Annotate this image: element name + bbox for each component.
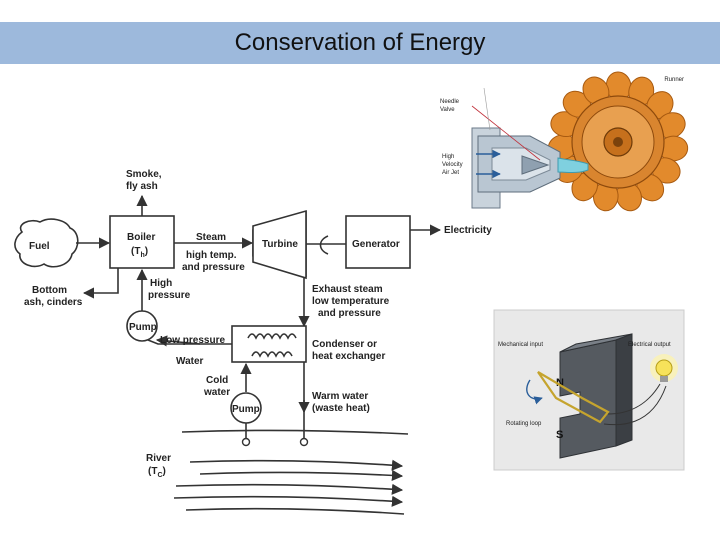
runner-label: Runner bbox=[664, 77, 684, 83]
condenser-label-2: heat exchanger bbox=[312, 351, 385, 362]
rotating-loop-label: Rotating loop bbox=[506, 421, 542, 427]
turbine-body bbox=[252, 209, 307, 280]
turbine-label: Turbine bbox=[262, 239, 298, 250]
shaft-coupling-icon bbox=[319, 235, 329, 255]
river-tc-label: (TC) bbox=[148, 466, 166, 479]
jet-label-3: Air Jet bbox=[442, 170, 459, 176]
high-pressure-label-2: pressure bbox=[148, 290, 191, 301]
rotating-loop-shape bbox=[537, 371, 610, 424]
needle-valve-label-1: Needle bbox=[440, 99, 460, 105]
high-temp-label-2: and pressure bbox=[182, 262, 245, 273]
low-pressure-arrow bbox=[155, 335, 201, 347]
exhaust-label-1: Exhaust steam bbox=[312, 284, 383, 295]
pump-2-label: Pump bbox=[232, 404, 260, 415]
smoke-label-1: Smoke, bbox=[126, 169, 162, 180]
rotation-arrow-icon bbox=[526, 379, 543, 405]
condenser-coil-top bbox=[247, 333, 297, 340]
pump-1 bbox=[126, 310, 158, 342]
outlet-opening bbox=[299, 437, 309, 447]
fuel-shape bbox=[14, 218, 79, 268]
light-bulb-icon bbox=[650, 354, 678, 382]
high-temp-label-1: high temp. bbox=[186, 250, 237, 261]
jet-label-2: Velocity bbox=[442, 162, 463, 168]
fuel-label: Fuel bbox=[29, 241, 50, 252]
slide-title: Conservation of Energy bbox=[234, 29, 486, 56]
runner-pointer bbox=[483, 87, 491, 131]
condenser-coil-bottom bbox=[251, 351, 293, 358]
pelton-turbine-figure: Runner Needle Valve High Velocity Air Je… bbox=[436, 70, 689, 212]
cold-water-label-1: Cold bbox=[206, 375, 228, 386]
exhaust-label-2: low temperature bbox=[312, 296, 390, 307]
jet-label-1: High bbox=[442, 154, 454, 160]
intake-opening bbox=[241, 437, 251, 447]
needle-pointer bbox=[471, 105, 541, 161]
water-label: Water bbox=[176, 356, 204, 367]
magnet-north-label: N bbox=[556, 377, 564, 389]
boiler-th-label: (Th) bbox=[131, 246, 148, 259]
boiler-label: Boiler bbox=[127, 232, 155, 243]
needle-valve-label-2: Valve bbox=[440, 107, 455, 113]
high-pressure-label-1: High bbox=[150, 278, 172, 289]
generator-box bbox=[345, 215, 411, 269]
output-wire-1 bbox=[607, 383, 661, 415]
cold-water-label-2: water bbox=[203, 387, 230, 398]
river bbox=[173, 429, 409, 515]
condenser-label-1: Condenser or bbox=[312, 339, 377, 350]
generator-label: Generator bbox=[352, 239, 400, 250]
electricity-label: Electricity bbox=[444, 225, 492, 236]
power-plant-diagram: Fuel Boiler (Th) Smoke, fly ash Bottom a… bbox=[14, 169, 492, 515]
ash-label-2: ash, cinders bbox=[24, 297, 83, 308]
low-pressure-label: Low pressure bbox=[160, 335, 225, 346]
title-bar: Conservation of Energy bbox=[0, 22, 720, 64]
river-label: River bbox=[146, 453, 171, 464]
mechanical-input-label: Mechanical input bbox=[498, 342, 543, 348]
magnet-south-label: S bbox=[556, 429, 563, 441]
ac-generator-figure: N S Mechanical input Electrical output R… bbox=[493, 309, 685, 471]
magnet-side-face bbox=[615, 333, 633, 447]
steam-label: Steam bbox=[196, 232, 226, 243]
output-wire-2 bbox=[603, 385, 667, 426]
ash-label-1: Bottom bbox=[32, 285, 67, 296]
exhaust-label-3: and pressure bbox=[318, 308, 381, 319]
pump-1-label: Pump bbox=[129, 322, 157, 333]
ash-arrow bbox=[82, 268, 119, 299]
condenser-box bbox=[231, 325, 307, 363]
electrical-output-label: Electrical output bbox=[628, 342, 671, 348]
warm-water-label-1: Warm water bbox=[312, 391, 368, 402]
smoke-label-2: fly ash bbox=[126, 181, 158, 192]
warm-water-label-2: (waste heat) bbox=[312, 403, 370, 414]
